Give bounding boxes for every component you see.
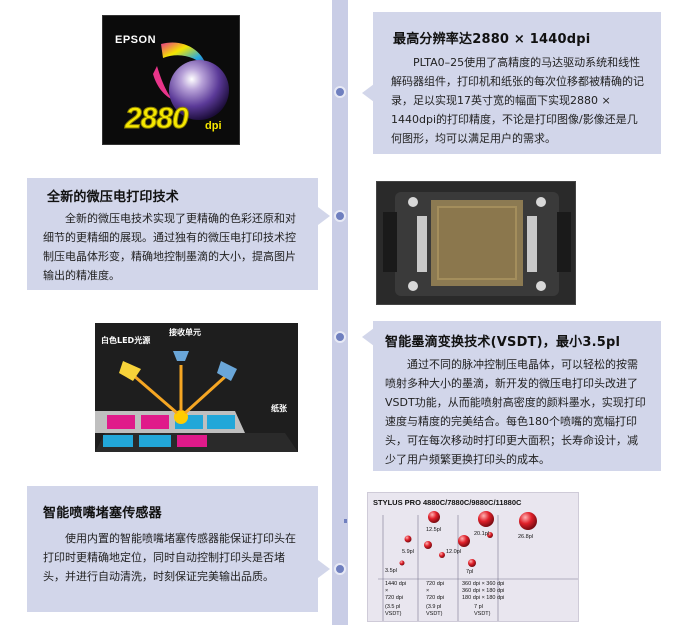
- feature-title: 全新的微压电打印技术: [47, 190, 180, 205]
- feature-body: 全新的微压电技术实现了更精确的色彩还原和对细节的更精细的展现。通过独有的微压电打…: [43, 212, 296, 282]
- drop-label: 12.0pl: [446, 549, 461, 555]
- vsdt-col: (3.9 pl VSDT): [426, 604, 443, 618]
- epson-2880dpi-logo: EPSON 2880 dpi: [102, 15, 240, 145]
- logo-graphic: [153, 42, 229, 120]
- feature-card-nozzle-sensor: 智能喷嘴堵塞传感器 使用内置的智能喷嘴堵塞传感器能保证打印头在打印时更精确地定位…: [27, 486, 318, 612]
- vsdt-col: (3.5 pl VSDT): [385, 604, 402, 618]
- timeline-dot-1: [334, 86, 346, 98]
- timeline-tick: [344, 519, 347, 523]
- resolution-line: ×: [385, 588, 389, 594]
- drop-label: 12.5pl: [426, 527, 441, 533]
- vsdt-col: 7 pl VSDT): [474, 604, 491, 618]
- feature-card-micro-piezo: 全新的微压电打印技术 全新的微压电技术实现了更精确的色彩还原和对细节的更精细的展…: [27, 178, 318, 290]
- logo-resolution: 2880: [125, 102, 190, 136]
- printhead-photo: [376, 181, 576, 305]
- nozzle-sensor-diagram: 白色LED光源 接收单元 纸张: [95, 323, 298, 452]
- resolution-col: 360 dpi × 360 dpi 360 dpi × 180 dpi 180 …: [462, 581, 504, 602]
- vsdt-line: 7 pl: [474, 604, 483, 610]
- timeline-dot-4: [334, 563, 346, 575]
- feature-card-vsdt: 智能墨滴变换技术(VSDT)，最小3.5pl 通过不同的脉冲控制压电晶体，可以轻…: [373, 321, 661, 471]
- feature-title: 智能喷嘴堵塞传感器: [43, 506, 162, 521]
- vsdt-line: VSDT): [426, 611, 443, 617]
- paper-label: 纸张: [271, 404, 287, 413]
- resolution-col: 720 dpi × 720 dpi: [426, 581, 444, 602]
- dot-size-chart: STYLUS PRO 4880C/7880C/9880C/11880C 12.5…: [367, 492, 579, 622]
- resolution-line: 720 dpi: [385, 595, 404, 601]
- sensor-illustration: [95, 323, 298, 452]
- resolution-line: 1440 dpi: [385, 581, 407, 587]
- drop-label: 20.1pl: [474, 531, 489, 537]
- vsdt-line: VSDT): [385, 611, 402, 617]
- timeline-dot-3: [334, 331, 346, 343]
- drop-label: 5.9pl: [402, 549, 414, 555]
- resolution-line: 360 dpi × 360 dpi: [462, 581, 505, 587]
- card-pointer: [318, 207, 330, 225]
- led-source-label: 白色LED光源: [101, 336, 151, 345]
- drop-label: 7pl: [466, 569, 474, 575]
- drop-label: 26.8pl: [518, 534, 533, 540]
- logo-unit: dpi: [205, 120, 222, 132]
- feature-title: 最高分辨率达2880 × 1440dpi: [393, 32, 591, 47]
- feature-card-resolution: 最高分辨率达2880 × 1440dpi PLTA0–25使用了高精度的马达驱动…: [373, 12, 661, 154]
- card-pointer: [362, 84, 374, 102]
- card-pointer: [318, 560, 330, 578]
- timeline-dot-2: [334, 210, 346, 222]
- resolution-line: 360 dpi × 180 dpi: [462, 588, 505, 594]
- resolution-line: 180 dpi × 180 dpi: [462, 595, 505, 601]
- feature-body: 使用内置的智能喷嘴堵塞传感器能保证打印头在打印时更精确地定位，同时自动控制打印头…: [43, 532, 296, 583]
- resolution-col: 1440 dpi × 720 dpi: [385, 581, 406, 602]
- feature-body: PLTA0–25使用了高精度的马达驱动系统和线性解码器组件，打印机和纸张的每次位…: [391, 56, 644, 145]
- resolution-line: 720 dpi: [426, 581, 445, 587]
- feature-title: 智能墨滴变换技术(VSDT)，最小3.5pl: [385, 335, 621, 350]
- resolution-line: 720 dpi: [426, 595, 445, 601]
- drop-label: 3.5pl: [385, 568, 397, 574]
- resolution-line: ×: [426, 588, 430, 594]
- logo-brand: EPSON: [115, 34, 157, 46]
- printhead-illustration: [377, 182, 575, 304]
- vsdt-line: VSDT): [474, 611, 491, 617]
- vsdt-line: (3.5 pl: [385, 604, 401, 610]
- feature-body: 通过不同的脉冲控制压电晶体，可以轻松的按需喷射多种大小的墨滴，新开发的微压电打印…: [385, 358, 646, 466]
- receiver-label: 接收单元: [169, 328, 201, 337]
- chart-title: STYLUS PRO 4880C/7880C/9880C/11880C: [373, 498, 522, 507]
- dot-chart-grid: [378, 511, 578, 621]
- timeline-line: [332, 0, 348, 625]
- vsdt-line: (3.9 pl: [426, 604, 442, 610]
- card-pointer: [362, 328, 374, 346]
